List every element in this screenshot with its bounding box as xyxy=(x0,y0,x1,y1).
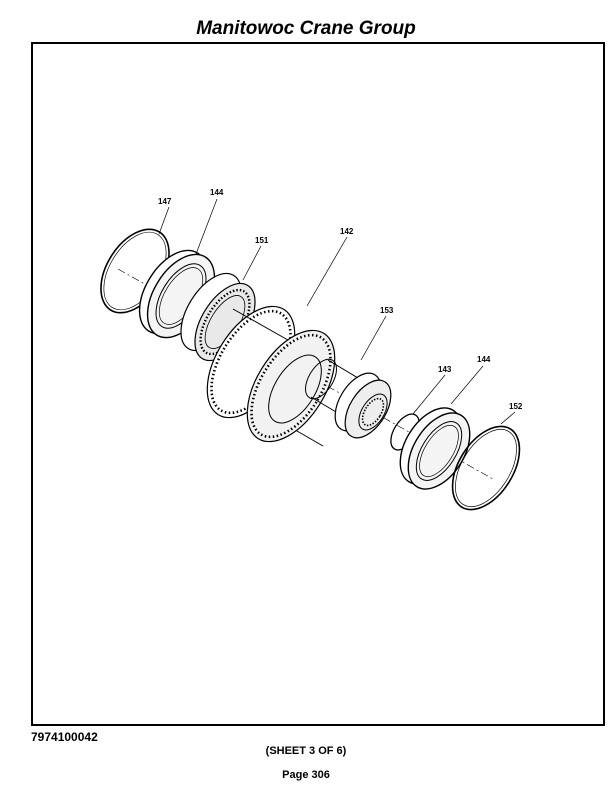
page-number: Page 306 xyxy=(282,769,330,781)
exploded-view-drawing: 147 144 151 142 153 143 144 152 xyxy=(100,188,523,511)
part-144-bearing-right xyxy=(399,407,471,490)
callout-143: 143 xyxy=(438,365,452,374)
drawing-frame: 147 144 151 142 153 143 144 152 xyxy=(31,42,605,726)
part-142-gear xyxy=(206,305,336,447)
callout-147: 147 xyxy=(158,197,172,206)
sheet-indicator: (SHEET 3 OF 6) xyxy=(265,745,347,757)
page-title: Manitowoc Crane Group xyxy=(196,18,416,39)
callout-153: 153 xyxy=(380,306,394,315)
callout-142: 142 xyxy=(340,227,354,236)
part-151-needle-cage xyxy=(180,272,256,362)
document-number: 7974100042 xyxy=(31,730,98,744)
part-152-snap-ring xyxy=(451,425,521,511)
callout-151: 151 xyxy=(255,236,269,245)
leader-lines xyxy=(158,198,516,425)
part-153-hub xyxy=(305,358,392,439)
callout-144-left: 144 xyxy=(210,188,224,197)
callout-144-right: 144 xyxy=(477,355,491,364)
callout-152: 152 xyxy=(509,402,523,411)
